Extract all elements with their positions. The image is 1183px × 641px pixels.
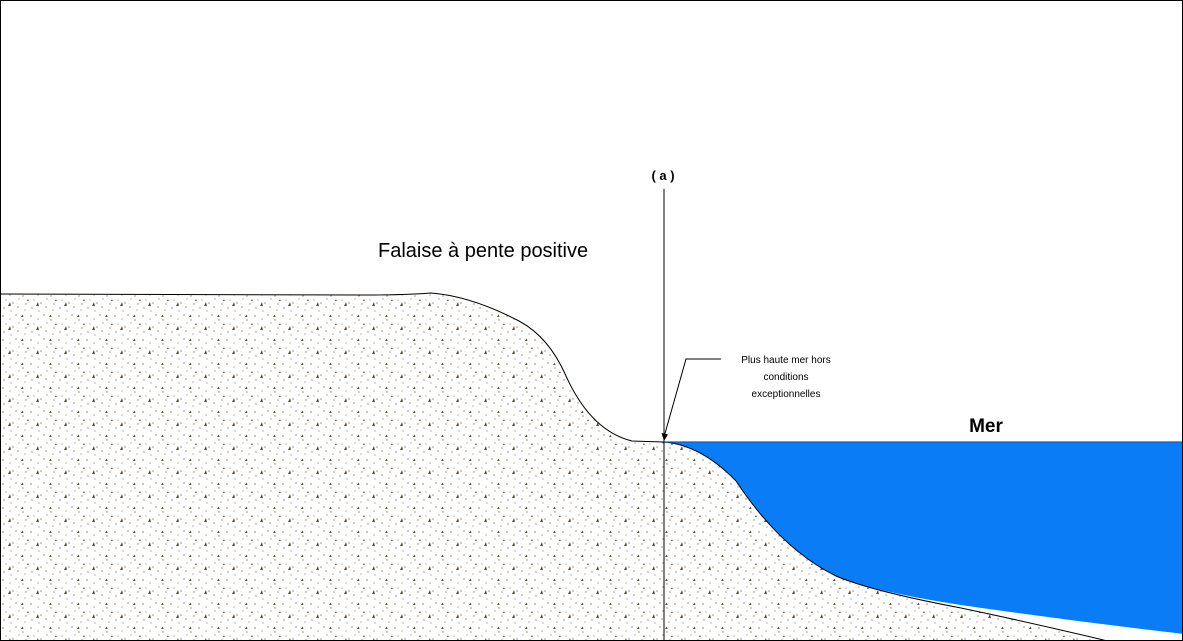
annotation-line-3: exceptionnelles [752, 389, 821, 400]
annotation-line-2: conditions [763, 372, 808, 383]
annotation-leader-line [663, 358, 721, 438]
ground-body [1, 293, 1104, 640]
annotation-leader-arrow-icon [661, 433, 668, 441]
marker-label: ( a ) [651, 168, 674, 183]
sea-label: Mer [969, 416, 1003, 437]
annotation-line-1: Plus haute mer hors [741, 355, 831, 366]
ground-profile-line [1, 292, 1106, 640]
sea-water [664, 442, 1182, 634]
diagram-title: Falaise à pente positive [378, 240, 588, 262]
